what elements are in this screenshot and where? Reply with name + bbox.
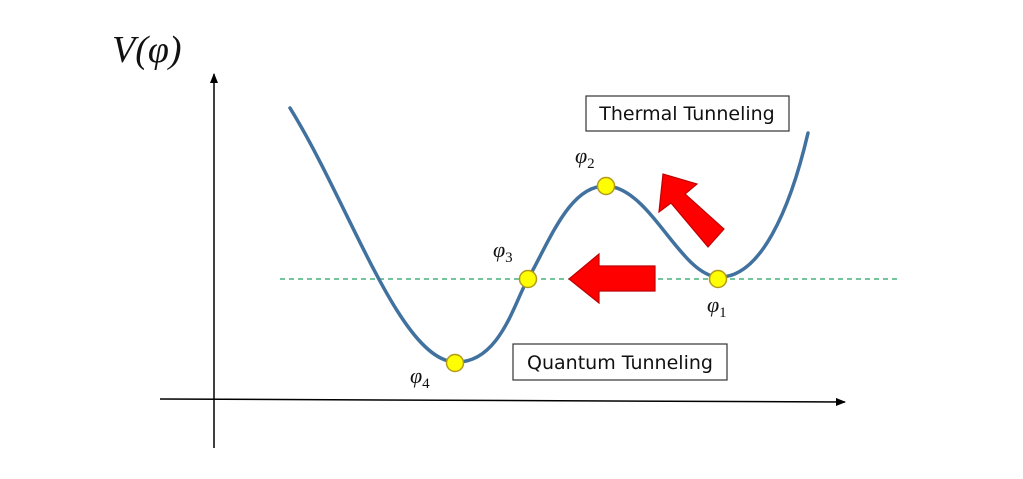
label-phi-3: φ3 <box>493 237 513 266</box>
label-phi-2-subscript: 2 <box>587 156 595 172</box>
label-phi-1: φ1 <box>707 292 727 321</box>
label-phi-4-subscript: 4 <box>422 376 430 392</box>
label-phi-3-subscript: 3 <box>505 250 513 266</box>
point-phi-3 <box>518 269 538 289</box>
thermal-tunneling-label: Thermal Tunneling <box>598 103 774 125</box>
quantum-tunneling-arrow <box>568 252 656 305</box>
label-phi-4-symbol: φ <box>410 363 422 388</box>
label-phi-1-subscript: 1 <box>719 305 727 321</box>
point-phi-4 <box>445 353 465 373</box>
potential-curve <box>288 106 810 364</box>
x-axis <box>159 397 846 406</box>
label-phi-4: φ4 <box>410 363 430 392</box>
label-phi-1-symbol: φ <box>707 292 719 317</box>
label-phi-2-symbol: φ <box>575 143 587 168</box>
label-phi-2: φ2 <box>575 143 595 172</box>
y-axis-label: V(φ) <box>112 29 182 71</box>
point-phi-1 <box>708 269 728 289</box>
thermal-tunneling-arrow <box>658 173 725 248</box>
point-phi-2 <box>596 176 616 196</box>
label-phi-3-symbol: φ <box>493 237 505 262</box>
quantum-tunneling-box <box>512 343 728 381</box>
quantum-tunneling-label: Quantum Tunneling <box>527 352 713 374</box>
thermal-tunneling-box <box>585 95 790 132</box>
